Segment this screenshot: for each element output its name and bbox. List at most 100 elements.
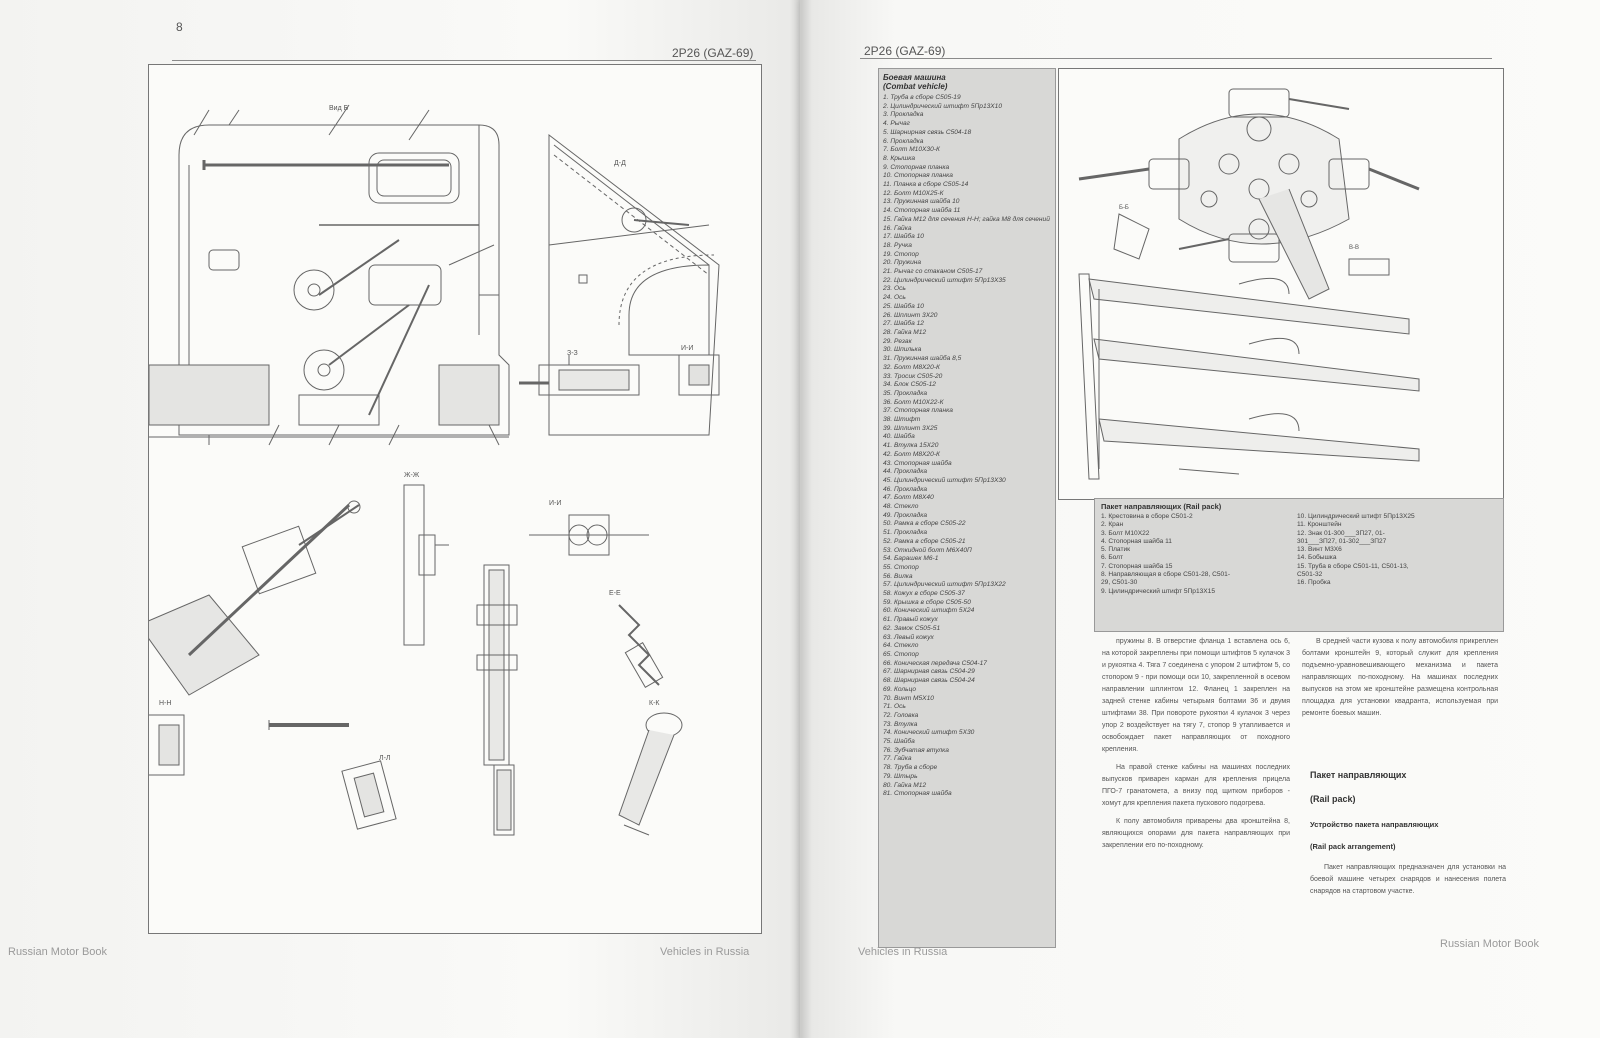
paragraph: К полу автомобиля приварены два кронштей… [1102,818,1290,849]
svg-text:Ж-Ж: Ж-Ж [404,472,420,479]
rail-pack-item: 29, С501-30 [1101,579,1138,587]
legend-item: 2. Цилиндрический штифт 5Пр13Х10 [883,102,1003,110]
legend-item: 30. Шпилька [883,346,922,354]
legend-item: 8. Крышка [883,154,915,162]
svg-text:И-И: И-И [681,345,693,352]
legend-item: 22. Цилиндрический штифт 5Пр13Х35 [883,276,1006,284]
legend-item: 55. Стопор [883,563,919,571]
legend-item: 69. Кольцо [883,685,917,693]
legend-item: 79. Штырь [883,772,918,780]
rail-pack-drawing: Б-Б В-В [1078,88,1420,480]
legend-item: 36. Болт М10Х22-К [883,398,944,406]
legend-item: 75. Шайба [883,738,915,746]
legend-item: 53. Откидной болт М6Х40П [883,546,972,554]
rail-pack-item: 13. Винт М3Х6 [1297,546,1342,554]
legend-item: 63. Левый кожух [883,633,934,641]
legend-item: 6. Прокладка [883,137,924,145]
legend-item: 80. Гайка М12 [883,781,927,789]
page-number: 8 [176,20,183,34]
legend-item: 28. Гайка М12 [883,328,927,336]
rail-pack-item: 7. Стопорная шайба 15 [1101,562,1173,570]
legend-item: 78. Труба в сборе [883,764,938,772]
legend-item: 40. Шайба [883,433,915,441]
legend-item: 66. Коническая передача С504-17 [883,659,987,667]
legend-item: 39. Шплинт 3Х25 [883,424,938,432]
legend-item: 3. Прокладка [883,111,924,119]
legend-item: 29. Резак [883,337,912,345]
rail-pack-item: 301___ЗП27, 01-302___ЗП27 [1297,537,1387,545]
rail-pack-item: С501-32 [1297,571,1323,579]
footer-right: Russian Motor Book [1440,938,1540,950]
legend-item: 57. Цилиндрический штифт 5Пр13Х22 [883,581,1006,589]
rail-pack-item: 10. Цилиндрический штифт 5Пр13Х25 [1297,513,1415,520]
svg-text:Вид Б: Вид Б [329,105,349,112]
subsection-title: Устройство пакета направляющих [1310,820,1439,829]
legend-item: 77. Гайка [883,755,912,763]
book-spine [790,0,812,1038]
svg-text:З-З: З-З [567,350,578,357]
rail-pack-item: 5. Платик [1101,546,1131,554]
legend-item: 25. Шайба 10 [883,302,924,310]
legend-item: 13. Пружинная шайба 10 [883,198,960,206]
legend-item: 73. Втулка [883,720,918,728]
rail-pack-item: 11. Кронштейн [1297,521,1342,529]
legend-item: 10. Стопорная планка [883,172,953,180]
svg-text:Е-Е: Е-Е [609,590,621,597]
paragraph: В средней части кузова к полу автомобиля… [1302,638,1498,717]
legend-item: 31. Пружинная шайба 8,5 [883,355,962,363]
legend-item: 21. Рычаг со стаканом С505-17 [883,268,983,276]
legend-item: 19. Стопор [883,250,919,258]
rail-pack-item: 14. Бобышка [1297,554,1337,562]
legend-item: 71. Ось [883,703,906,711]
legend-item: 33. Тросик С505-20 [883,372,943,380]
rail-pack-legend: Пакет направляющих (Rail pack) 1. Кресто… [1094,498,1504,632]
legend-item: 11. Планка в сборе С505-14 [883,181,969,189]
legend-item: 7. Болт М10Х30-К [883,146,940,154]
svg-text:И-И: И-И [549,500,561,507]
legend-item: 49. Прокладка [883,511,928,519]
footer-left: Vehicles in Russia [858,946,948,958]
legend-item: 24. Ось [883,294,906,302]
legend-item: 56. Вилка [883,572,913,580]
legend-item: 59. Крышка в сборе С505-50 [883,598,971,606]
legend-item: 46. Прокладка [883,485,928,493]
svg-text:Б-Б: Б-Б [1119,205,1129,211]
rail-pack-item: 3. Болт М10Х22 [1101,529,1150,537]
svg-text:К-К: К-К [649,700,660,707]
running-head: 2P26 (GAZ-69) [864,44,946,58]
legend-item: 34. Блок С505-12 [883,381,936,389]
body-text-column-1: пружины 8. В отверстие фланца 1 вставлен… [1102,636,1290,858]
legend-item: 14. Стопорная шайба 11 [883,207,961,215]
rail-pack-drawing-frame: Б-Б В-В [1058,68,1504,500]
legend-item: 44. Прокладка [883,468,928,476]
svg-text:Л-Л: Л-Л [379,755,391,762]
rail-pack-item: 2. Кран [1101,521,1124,529]
legend-item: 76. Зубчатая втулка [883,746,949,754]
legend-item: 1. Труба в сборе С505-19 [883,94,961,101]
legend-item: 42. Болт М8Х20-К [883,450,940,458]
body-text-column-2-end: Пакет направляющих предназначен для уста… [1310,862,1506,904]
legend-item: 52. Рамка в сборе С505-21 [883,537,966,545]
legend-item: 67. Шарнирная связь С504-29 [883,668,975,676]
legend-item: 35. Прокладка [883,389,928,397]
rail-pack-item: 8. Направляющая в сборе С501-28, С501- [1101,571,1231,579]
legend-item: 16. Гайка [883,224,912,232]
subsection-title-en: (Rail pack arrangement) [1310,842,1396,851]
running-head: 2P26 (GAZ-69) [672,46,754,60]
legend-item: 20. Пружина [883,259,922,267]
legend-item: 72. Головка [883,711,919,719]
technical-drawing-frame: Вид Б Д-Д З-З И-И Ж-Ж И-И Е-Е К-К Л-Л Н-… [138,64,762,934]
legend-item: 18. Ручка [883,241,912,249]
section-title-en: (Rail pack) [1310,794,1356,804]
legend-item: 70. Винт М5Х10 [883,694,934,702]
legend-subtitle: (Combat vehicle) [883,82,948,91]
section-title: Пакет направляющих [1310,770,1407,780]
legend-item: 50. Рамка в сборе С505-22 [883,520,966,528]
legend-item: 62. Замок С505-51 [883,624,941,632]
rail-pack-item: 6. Болт [1101,554,1124,562]
legend-item: 15. Гайка М12 для сечения Н-Н; гайка М8 … [883,215,1051,223]
legend-item: 81. Стопорная шайба [883,790,952,798]
technical-drawings: Вид Б Д-Д З-З И-И Ж-Ж И-И Е-Е К-К Л-Л Н-… [138,104,720,836]
